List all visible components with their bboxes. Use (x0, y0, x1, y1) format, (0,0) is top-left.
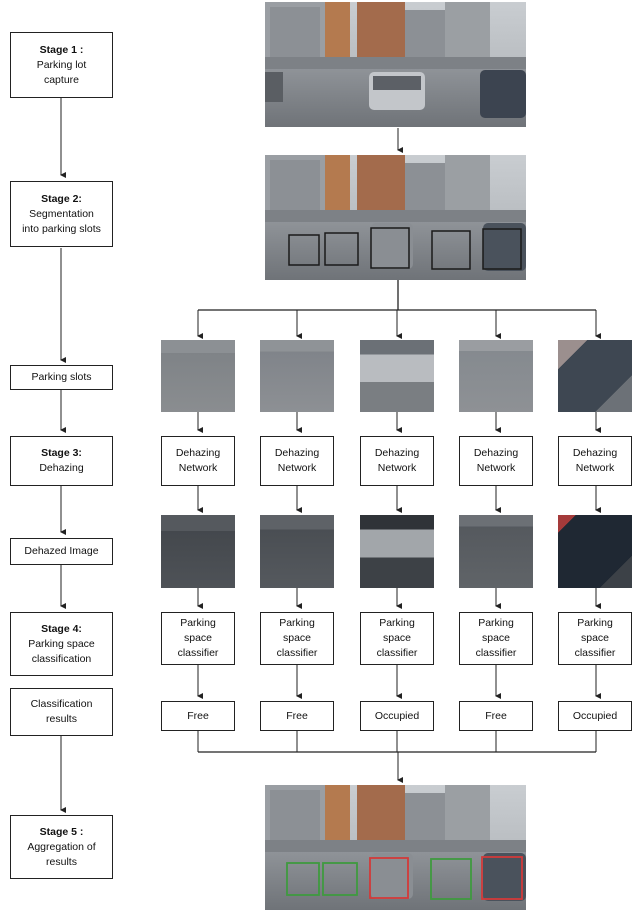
classifier-1: Parking space classifier (161, 612, 235, 665)
classifier-5-line-1: Parking (577, 617, 613, 629)
dehazing-network-4-line-2: Network (476, 462, 516, 474)
stage-4-line-1: Parking space (28, 637, 95, 650)
result-5: Occupied (558, 701, 632, 731)
dehazing-network-2-line-2: Network (277, 462, 317, 474)
dehazed-crop-5 (558, 515, 632, 588)
dehazed-image-box: Dehazed Image (10, 538, 113, 565)
stage-1-line-1: Parking lot (36, 58, 87, 71)
dehazed-crop-1 (161, 515, 235, 588)
slot-crop-4 (459, 340, 533, 412)
parking-slots-label: Parking slots (31, 371, 92, 383)
classification-results-line-2: results (46, 713, 77, 725)
aggregated-results-photo (265, 785, 526, 910)
classifier-2: Parking space classifier (260, 612, 334, 665)
classifier-4-line-2: space (481, 632, 511, 644)
dehazing-network-1-line-1: Dehazing (175, 447, 221, 459)
stage-1-box: Stage 1 : Parking lot capture (10, 32, 113, 98)
classifier-3-line-1: Parking (379, 617, 415, 629)
result-2: Free (260, 701, 334, 731)
dehazing-network-3-line-1: Dehazing (374, 447, 420, 459)
stage-3-line-1: Dehazing (39, 462, 84, 474)
slot-crop-1 (161, 340, 235, 412)
parking-lot-photo (265, 2, 526, 127)
result-4-label: Free (485, 709, 507, 722)
classifier-4-line-1: Parking (478, 617, 514, 629)
classification-results-line-1: Classification (30, 698, 93, 710)
dehazing-network-4-line-1: Dehazing (473, 447, 519, 459)
result-4: Free (459, 701, 533, 731)
result-3: Occupied (360, 701, 434, 731)
classifier-2-line-2: space (282, 632, 312, 644)
classifier-2-line-3: classifier (276, 647, 318, 659)
stage-2-line-2: into parking slots (22, 222, 101, 235)
stage-4-line-2: classification (31, 652, 92, 665)
dehazed-crop-2 (260, 515, 334, 588)
stage-3-box: Stage 3: Dehazing (10, 436, 113, 486)
stage-2-title: Stage 2: (41, 192, 82, 205)
classifier-5-line-2: space (580, 632, 610, 644)
dehazing-network-1-line-2: Network (178, 462, 218, 474)
classifier-1-line-1: Parking (180, 617, 216, 629)
result-1: Free (161, 701, 235, 731)
dehazed-image-label: Dehazed Image (24, 545, 99, 557)
stage-4-title: Stage 4: (41, 622, 82, 635)
classifier-1-line-2: space (183, 632, 213, 644)
stage-4-box: Stage 4: Parking space classification (10, 612, 113, 676)
dehazing-network-2-line-1: Dehazing (274, 447, 320, 459)
classifier-4-line-3: classifier (475, 647, 517, 659)
classifier-2-line-1: Parking (279, 617, 315, 629)
classifier-3-line-3: classifier (376, 647, 418, 659)
result-5-label: Occupied (572, 709, 618, 722)
slot-crop-5 (558, 340, 632, 412)
stage-5-title: Stage 5 : (39, 825, 84, 838)
stage-3-title: Stage 3: (41, 447, 82, 459)
classifier-1-line-3: classifier (177, 647, 219, 659)
stage-5-box: Stage 5 : Aggregation of results (10, 815, 113, 879)
stage-2-box: Stage 2: Segmentation into parking slots (10, 181, 113, 247)
segmented-lot-photo (265, 155, 526, 280)
classifier-5: Parking space classifier (558, 612, 632, 665)
result-2-label: Free (286, 709, 308, 722)
stage-1-line-2: capture (43, 73, 79, 86)
stage-5-line-2: results (46, 855, 77, 868)
dehazed-crop-4 (459, 515, 533, 588)
stage-2-line-1: Segmentation (29, 207, 94, 220)
dehazed-crop-3 (360, 515, 434, 588)
stage-5-line-1: Aggregation of (27, 840, 96, 853)
parking-slots-box: Parking slots (10, 365, 113, 390)
classifier-4: Parking space classifier (459, 612, 533, 665)
dehazing-network-5-line-1: Dehazing (572, 447, 618, 459)
result-1-label: Free (187, 709, 209, 722)
dehazing-network-3-line-2: Network (377, 462, 417, 474)
classifier-3-line-2: space (382, 632, 412, 644)
dehazing-network-5-line-2: Network (575, 462, 615, 474)
classifier-5-line-3: classifier (574, 647, 616, 659)
classification-results-box: Classification results (10, 688, 113, 736)
result-3-label: Occupied (374, 709, 420, 722)
slot-crop-2 (260, 340, 334, 412)
classifier-3: Parking space classifier (360, 612, 434, 665)
slot-crop-3 (360, 340, 434, 412)
stage-1-title: Stage 1 : (39, 43, 84, 56)
